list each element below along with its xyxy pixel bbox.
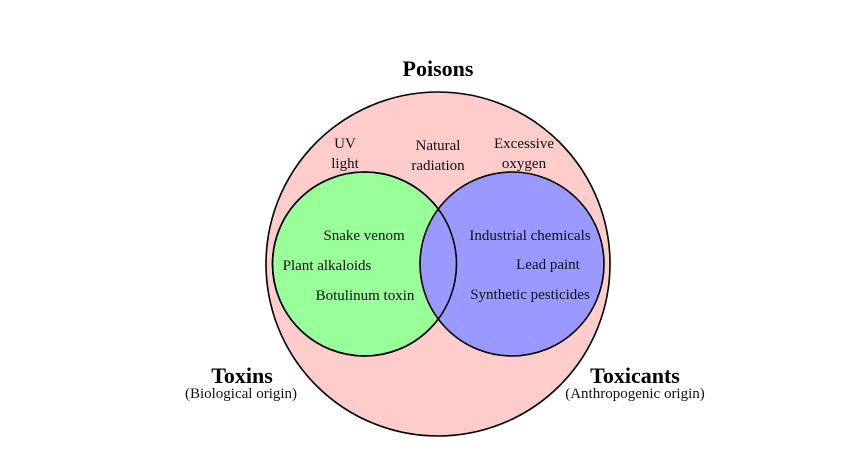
outer-item-radiation-line1: Natural — [416, 138, 461, 154]
toxins-item-snake-venom: Snake venom — [323, 228, 405, 244]
toxicants-sublabel: (Anthropogenic origin) — [565, 386, 705, 402]
outer-item-oxygen-line2: oxygen — [502, 156, 547, 172]
outer-item-radiation-line2: radiation — [411, 158, 465, 174]
outer-item-uv-line2: light — [331, 156, 359, 172]
toxicants-item-lead-paint: Lead paint — [516, 257, 581, 273]
toxins-label: Toxins — [211, 363, 273, 388]
toxins-circle-outline — [271, 171, 458, 357]
toxins-item-botulinum-toxin: Botulinum toxin — [316, 288, 415, 304]
toxins-sublabel: (Biological origin) — [185, 386, 297, 402]
toxicants-label: Toxicants — [590, 363, 680, 388]
outer-item-uv-line1: UV — [334, 136, 356, 152]
toxicants-circle — [419, 171, 605, 357]
toxicants-item-industrial-chemicals: Industrial chemicals — [469, 228, 590, 244]
toxins-item-plant-alkaloids: Plant alkaloids — [283, 258, 372, 274]
toxicants-item-synthetic-pesticides: Synthetic pesticides — [470, 287, 590, 303]
outer-item-oxygen-line1: Excessive — [494, 136, 554, 152]
diagram-title: Poisons — [403, 56, 474, 81]
